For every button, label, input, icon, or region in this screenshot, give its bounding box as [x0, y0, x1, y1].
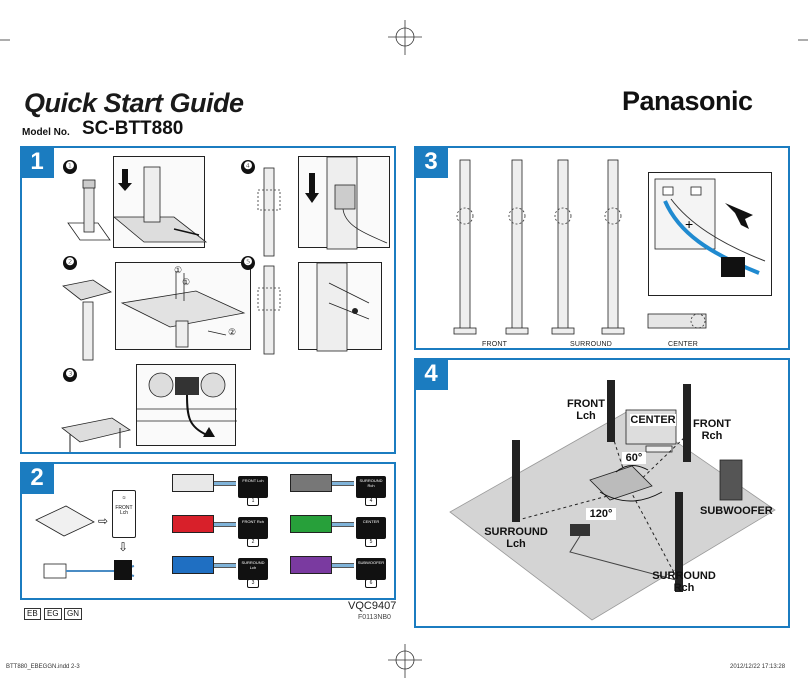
tall-speakers-illustration [453, 159, 625, 335]
document-code: VQC9407 [348, 600, 397, 612]
brand-logo: Panasonic [622, 86, 753, 116]
step-1-marker: ❶ [63, 160, 77, 174]
angle-surround-label: 120° [586, 508, 616, 520]
model-number: SC-BTT880 [82, 118, 184, 139]
screw-mark-1b: ① [182, 277, 191, 287]
angle-front-label: 60° [622, 452, 646, 464]
connector-surround-l [172, 556, 214, 574]
document-subcode: F0113NB0 [358, 614, 391, 621]
speaker-label-front-l-text: FRONT Lch [242, 478, 264, 483]
speaker-label-front-l-num: 1 [247, 497, 259, 506]
room-label-surround-l: SURROUND Lch [484, 526, 548, 550]
speaker-label-surround-l-text: SURROUND Lch [241, 560, 265, 570]
footer-filename: BTT880_EBEGGN.indd 2-3 [6, 664, 80, 670]
cable-center [332, 522, 354, 527]
speaker-label-surround-r-text: SURROUND Rch [359, 478, 383, 488]
screw-mark-1a: ① [174, 265, 183, 275]
connector-surround-r [290, 474, 332, 492]
section-1-number: 1 [20, 146, 54, 178]
section-2-number: 2 [20, 462, 54, 494]
connector-front-r [172, 515, 214, 533]
speaker-pole-step5 [257, 265, 281, 355]
speaker-label-center: CENTER 5 [356, 517, 386, 547]
room-label-front-l: FRONT Lch [567, 398, 605, 422]
stand-pole-illustration [67, 179, 111, 241]
cable-subwoofer [332, 563, 354, 568]
room-label-front-r: FRONT Rch [693, 418, 731, 442]
step-2-detail-frame: ① ① ② [115, 262, 251, 350]
step-5-marker: ❺ [241, 256, 255, 270]
speaker-label-front-l: FRONT Lch 1 [238, 476, 268, 506]
connector-subwoofer [290, 556, 332, 574]
step-4-marker: ❹ [241, 160, 255, 174]
svg-text:+: + [685, 216, 693, 232]
speaker-label-front-r-num: 2 [247, 538, 259, 547]
step-5-detail-frame [298, 262, 382, 352]
room-label-subwoofer: SUBWOOFER [700, 505, 773, 517]
cable-surround-l [214, 563, 236, 568]
screw-mark-2: ② [228, 327, 237, 337]
room-label-center: CENTER [630, 414, 676, 426]
region-code-eg: EG [44, 608, 62, 620]
speaker-label-surround-l-num: 3 [247, 579, 259, 588]
cable-front-r [214, 522, 236, 527]
cable-label-example [43, 560, 135, 580]
step-4-detail-frame [298, 156, 390, 250]
cable-connection-detail-frame: + [648, 172, 772, 296]
center-speaker-illustration [647, 313, 707, 329]
connector-center [290, 515, 332, 533]
page-title: Quick Start Guide [24, 88, 244, 118]
section-4-number: 4 [414, 358, 448, 390]
arrow-down-icon: ⇩ [118, 540, 129, 554]
speaker-label-surround-l: SURROUND Lch 3 [238, 558, 268, 588]
cable-surround-r [332, 481, 354, 486]
step-3-detail-frame [136, 364, 237, 446]
speaker-label-surround-r-num: 4 [365, 497, 377, 506]
section-3-number: 3 [414, 146, 448, 178]
cable-front-l [214, 481, 236, 486]
step-1-detail-frame [112, 156, 208, 248]
arrow-right-icon: ⇨ [98, 514, 109, 528]
model-label: Model No. [22, 127, 70, 138]
connector-front-l [172, 474, 214, 492]
speaker-caption-center: CENTER [668, 341, 698, 348]
speaker-label-center-num: 5 [365, 538, 377, 547]
speaker-label-center-text: CENTER [362, 519, 380, 524]
step-3-marker: ❸ [63, 368, 77, 382]
speaker-label-surround-r: SURROUND Rch 4 [356, 476, 386, 506]
speaker-label-subwoofer-text: SUBWOOFER [357, 560, 385, 565]
label-sheet-illustration [35, 505, 95, 537]
speaker-label-subwoofer-num: 6 [365, 579, 377, 588]
region-code-gn: GN [64, 608, 82, 620]
speaker-label-front-r-text: FRONT Rch [242, 519, 264, 524]
speaker-pole-step4 [257, 167, 281, 257]
step-2-marker: ❷ [63, 256, 77, 270]
stand-base-illustration [62, 279, 112, 361]
speaker-label-subwoofer: SUBWOOFER 6 [356, 558, 386, 588]
speaker-label-front-r: FRONT Rch 2 [238, 517, 268, 547]
speaker-caption-front: FRONT [482, 341, 508, 348]
region-code-eb: EB [24, 608, 41, 620]
room-label-surround-r: SURROUND Rch [652, 570, 716, 594]
footer-date: 2012/12/22 17:13:28 [730, 664, 786, 670]
stand-assembled-illustration [61, 417, 131, 452]
speaker-caption-surround: SURROUND [570, 341, 613, 348]
label-example-front-l: ① FRONT Lch [112, 490, 136, 538]
